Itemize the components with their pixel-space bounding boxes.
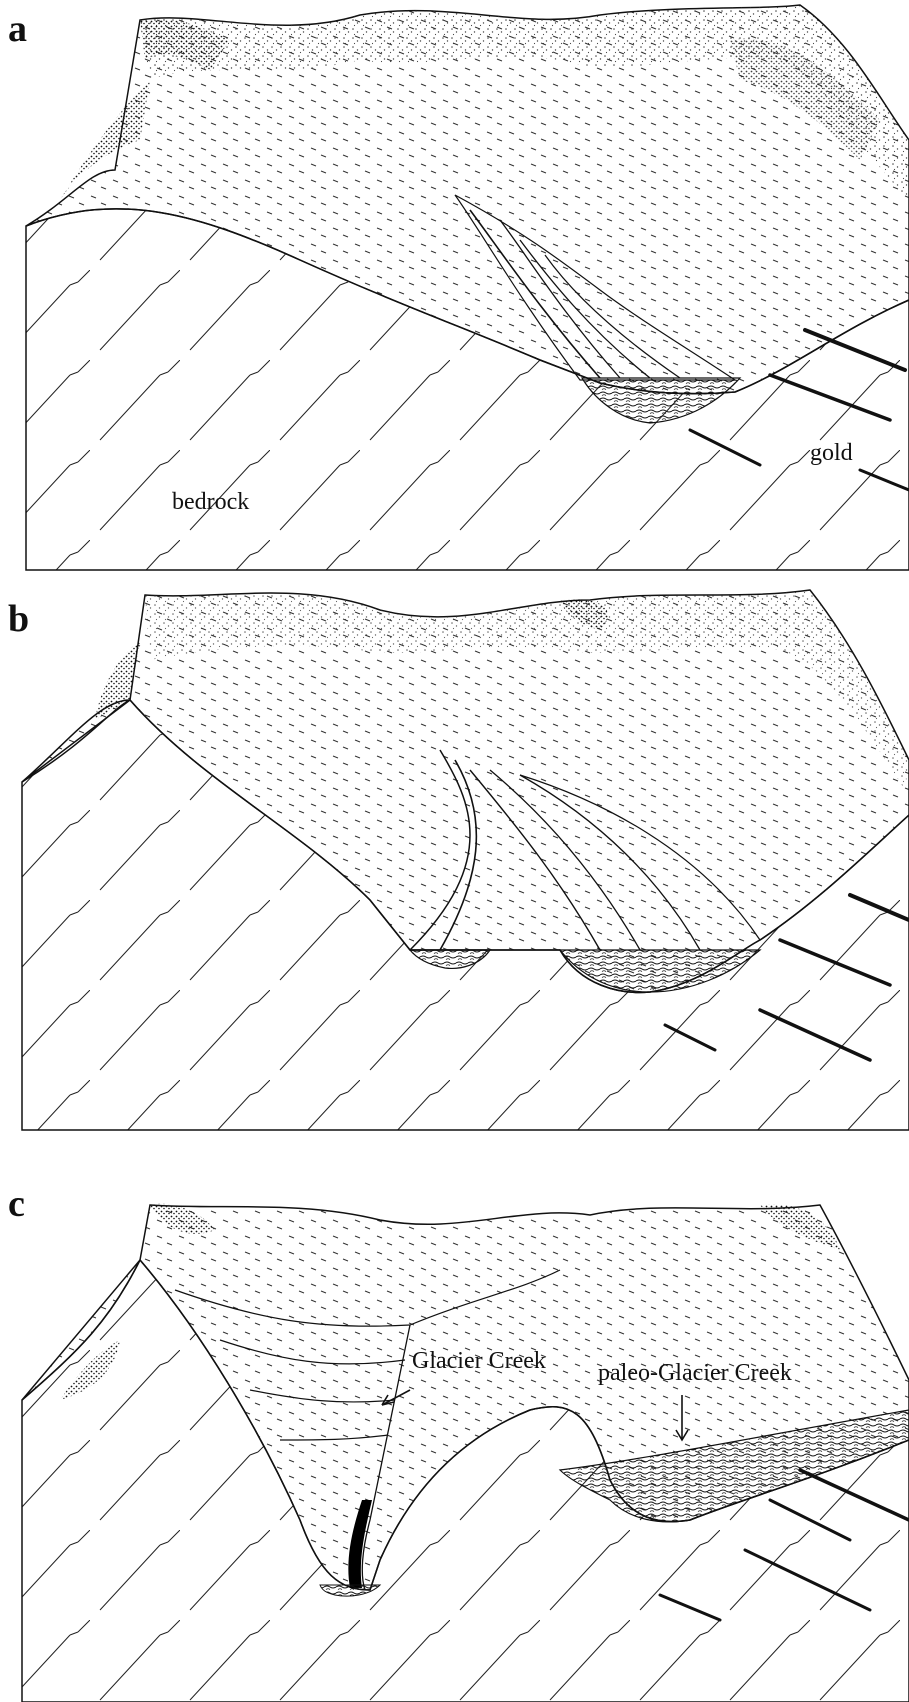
panel-letter-c: c xyxy=(8,1185,25,1223)
paleo-glacier-creek-label: paleo-Glacier Creek xyxy=(598,1360,792,1387)
panel-a-block-diagram xyxy=(26,5,909,570)
panel-letter-a: a xyxy=(8,10,27,48)
glacier-creek-label: Glacier Creek xyxy=(412,1348,546,1375)
panel-b-block-diagram xyxy=(22,590,909,1130)
panel-letter-b: b xyxy=(8,600,29,638)
panel-c-block-diagram xyxy=(22,1204,909,1702)
bedrock-label: bedrock xyxy=(172,489,249,516)
gold-label: gold xyxy=(810,440,853,467)
